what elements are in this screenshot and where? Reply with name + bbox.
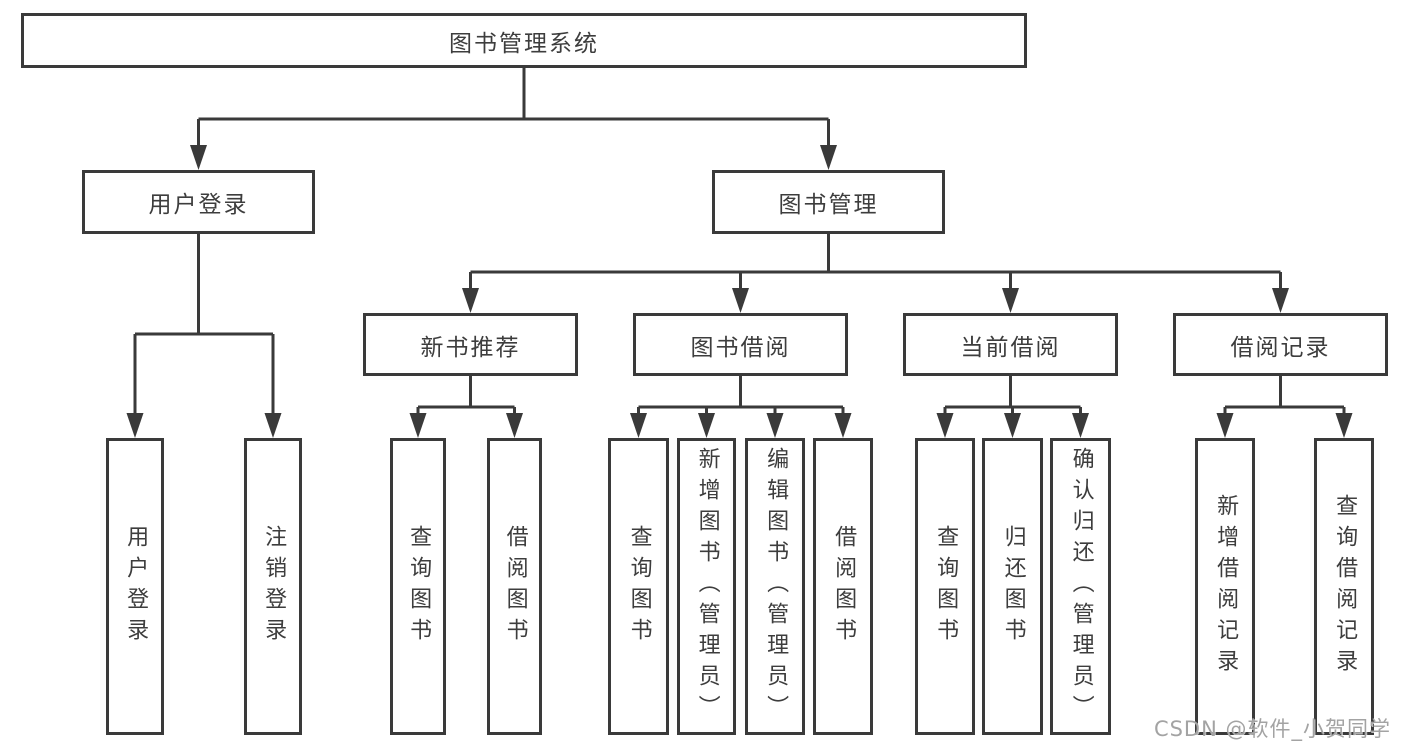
leaf-query-borrow-record: 查询借阅记录	[1314, 438, 1374, 735]
arrow-down-icon	[126, 413, 144, 438]
arrow-down-icon	[834, 413, 852, 438]
arrow-down-icon	[1004, 413, 1021, 438]
leaf-label: 查询借阅记录	[1332, 493, 1358, 680]
arrow-down-icon	[1072, 413, 1089, 438]
node-borrow-records: 借阅记录	[1173, 313, 1388, 376]
node-label: 图书管理	[778, 192, 879, 218]
leaf-borrow-books-recommend: 借阅图书	[487, 438, 542, 735]
node-user-login: 用户登录	[82, 170, 315, 234]
arrow-down-icon	[1272, 288, 1289, 313]
node-new-book-recommend: 新书推荐	[363, 313, 578, 376]
leaf-label: 用户登录	[123, 524, 149, 649]
leaf-label: 新增图书（管理员）	[694, 447, 720, 726]
arrow-down-icon	[409, 413, 427, 438]
leaf-confirm-return-admin: 确认归还（管理员）	[1050, 438, 1111, 735]
arrow-down-icon	[264, 413, 282, 438]
leaf-user-login: 用户登录	[106, 438, 164, 735]
arrow-down-icon	[1002, 288, 1019, 313]
node-label: 图书管理系统	[449, 30, 599, 57]
arrow-down-icon	[936, 413, 954, 438]
leaf-query-books-recommend: 查询图书	[390, 438, 446, 735]
leaf-borrow-books: 借阅图书	[813, 438, 873, 735]
leaf-label: 查询图书	[626, 524, 652, 649]
arrow-down-icon	[698, 413, 715, 438]
node-label: 图书借阅	[690, 334, 791, 361]
node-book-borrow: 图书借阅	[633, 313, 848, 376]
arrow-down-icon	[1335, 413, 1353, 438]
connector-lines	[133, 68, 1346, 418]
leaf-label: 确认归还（管理员）	[1068, 447, 1094, 726]
node-library-management-system: 图书管理系统	[21, 13, 1027, 68]
leaf-add-book-admin: 新增图书（管理员）	[677, 438, 736, 735]
leaf-label: 查询图书	[406, 524, 432, 649]
node-label: 新书推荐	[420, 334, 521, 361]
arrow-down-icon	[462, 288, 479, 313]
leaf-label: 查询图书	[933, 524, 959, 649]
node-label: 当前借阅	[960, 334, 1061, 361]
node-label: 借阅记录	[1230, 334, 1331, 361]
leaf-query-books-current: 查询图书	[915, 438, 975, 735]
arrow-down-icon	[820, 145, 837, 170]
arrow-down-icon	[506, 413, 523, 438]
leaf-label: 归还图书	[1000, 524, 1026, 649]
leaf-label: 编辑图书（管理员）	[763, 447, 789, 726]
leaf-label: 注销登录	[261, 524, 287, 649]
leaf-return-book: 归还图书	[982, 438, 1043, 735]
node-book-management: 图书管理	[712, 170, 945, 234]
leaf-label: 借阅图书	[831, 524, 857, 649]
leaf-query-books-borrow: 查询图书	[608, 438, 669, 735]
leaf-label: 借阅图书	[502, 524, 528, 649]
leaf-label: 新增借阅记录	[1213, 493, 1239, 680]
arrowhead-icons	[126, 145, 1353, 438]
arrow-down-icon	[766, 413, 784, 438]
arrow-down-icon	[190, 145, 207, 170]
node-label: 用户登录	[148, 192, 249, 218]
leaf-add-borrow-record: 新增借阅记录	[1195, 438, 1255, 735]
leaf-logout: 注销登录	[244, 438, 302, 735]
leaf-edit-book-admin: 编辑图书（管理员）	[745, 438, 805, 735]
arrow-down-icon	[732, 288, 749, 313]
node-current-borrow: 当前借阅	[903, 313, 1118, 376]
watermark-text: CSDN @软件_小贺同学	[1153, 717, 1391, 741]
arrow-down-icon	[630, 413, 647, 438]
arrow-down-icon	[1216, 413, 1234, 438]
